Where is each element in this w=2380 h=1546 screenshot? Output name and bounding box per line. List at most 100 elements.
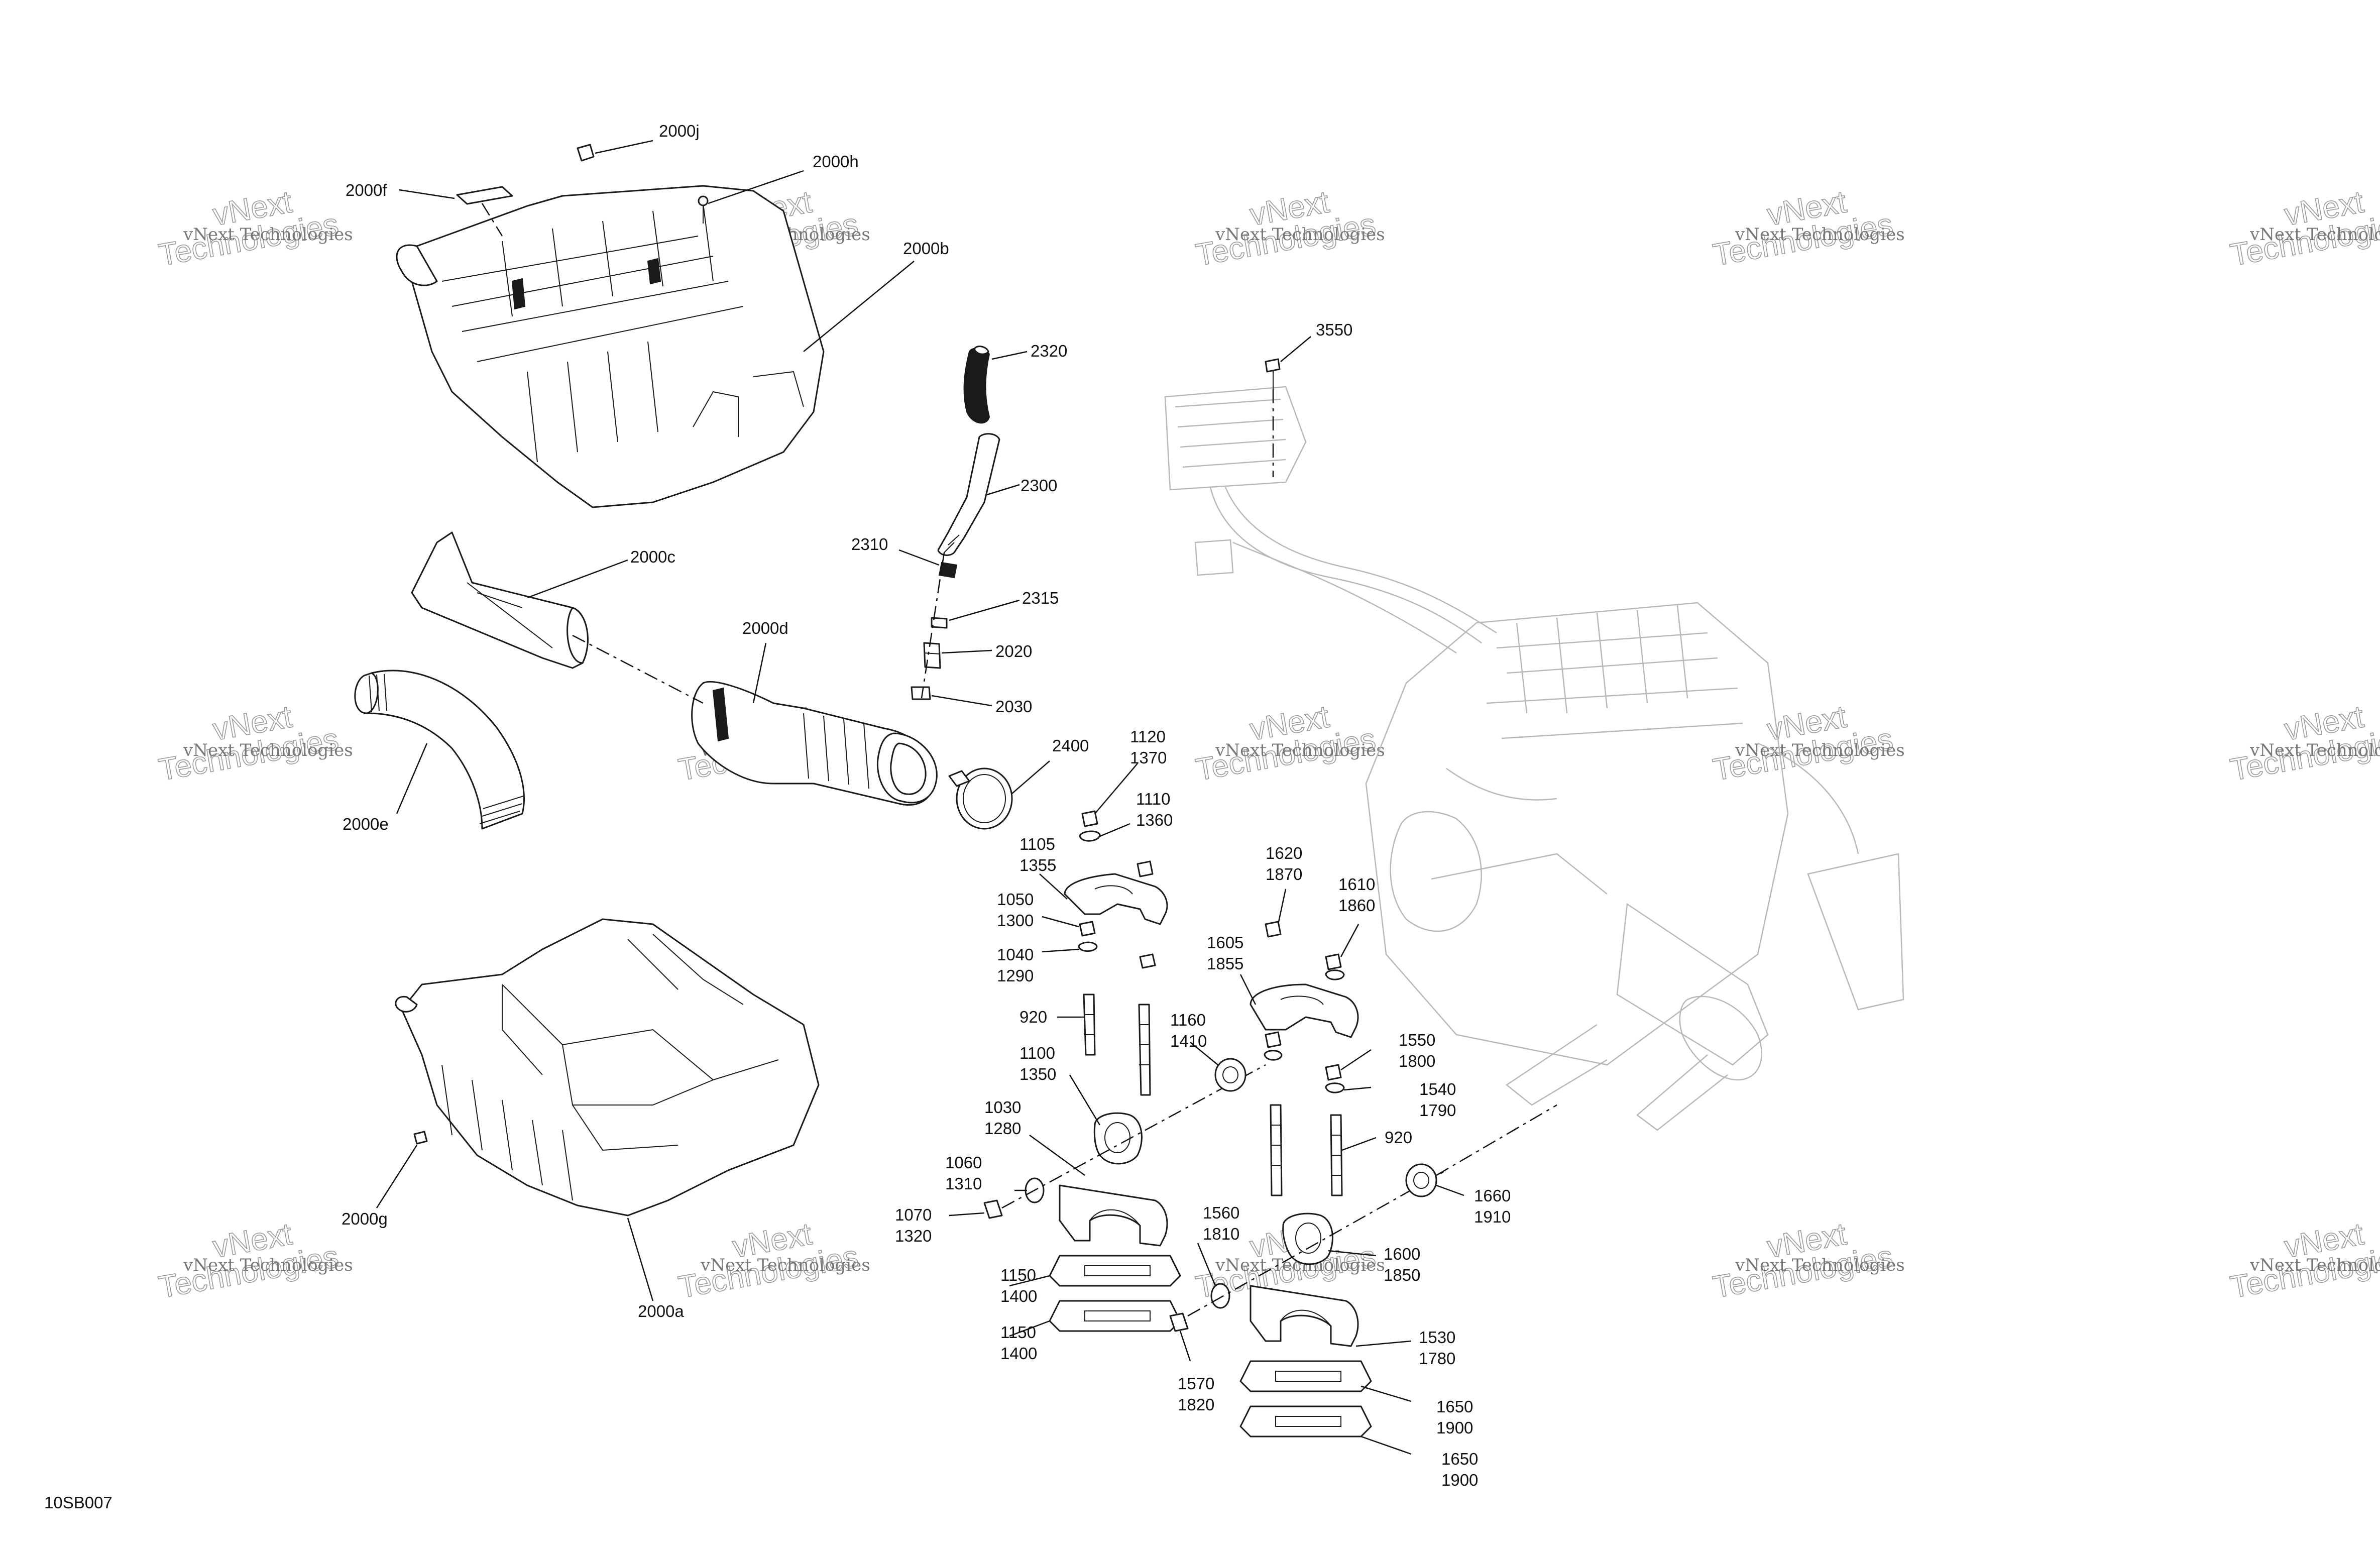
part-2000a-lower-airbox xyxy=(395,918,820,1301)
svg-text:vNext Technologies: vNext Technologies xyxy=(2249,740,2380,760)
callout-1150-a: 1150 xyxy=(1000,1266,1036,1284)
diagram-code: 10SB007 xyxy=(44,1493,112,1512)
svg-text:vNext Technologies: vNext Technologies xyxy=(183,1255,353,1275)
callout-1820: 1820 xyxy=(1178,1395,1214,1414)
callout-1620: 1620 xyxy=(1266,844,1302,862)
callout-1150-b: 1150 xyxy=(1000,1323,1036,1342)
callout-2000h: 2000h xyxy=(813,152,859,171)
callout-1810: 1810 xyxy=(1203,1225,1239,1243)
callout-2000d: 2000d xyxy=(742,619,788,637)
callout-1660: 1660 xyxy=(1474,1186,1511,1205)
axis-line-intake xyxy=(572,634,704,704)
svg-text:vNext Technologies: vNext Technologies xyxy=(2249,225,2380,245)
right-engine-mount-assembly xyxy=(1169,889,1557,1455)
callout-920-right: 920 xyxy=(1385,1128,1412,1147)
part-2000b-upper-airbox xyxy=(396,185,825,508)
callout-1870: 1870 xyxy=(1266,865,1302,884)
svg-text:vNext Technologies: vNext Technologies xyxy=(1215,740,1385,760)
callout-1100: 1100 xyxy=(1019,1044,1055,1062)
part-2310-clamp xyxy=(898,549,958,579)
callout-2000j: 2000j xyxy=(659,122,700,140)
callout-1040: 1040 xyxy=(997,945,1034,964)
callout-2310: 2310 xyxy=(851,535,888,554)
watermark: vNext Technologies xyxy=(1193,699,1379,788)
part-2000e-intake-hose xyxy=(354,670,525,830)
svg-text:vNext Technologies: vNext Technologies xyxy=(183,740,353,760)
callout-1790: 1790 xyxy=(1419,1101,1456,1120)
callout-1650-b: 1650 xyxy=(1441,1450,1478,1468)
callout-1570: 1570 xyxy=(1178,1374,1214,1393)
callout-2000b: 2000b xyxy=(903,239,949,258)
callout-1540: 1540 xyxy=(1419,1080,1456,1098)
engine-reference-ghost xyxy=(1164,386,1904,1131)
svg-text:vNext Technologies: vNext Technologies xyxy=(1215,225,1385,245)
part-2000g-screw xyxy=(376,1131,428,1208)
callout-1530: 1530 xyxy=(1419,1328,1455,1347)
callout-1120: 1120 xyxy=(1130,727,1166,746)
callout-1550: 1550 xyxy=(1399,1031,1435,1049)
part-2315-clamp xyxy=(931,599,1020,629)
callout-1560: 1560 xyxy=(1203,1203,1239,1222)
part-3550-bolt xyxy=(1265,336,1311,477)
svg-text:vNext Technologies: vNext Technologies xyxy=(1735,1255,1905,1275)
svg-text:vNext Technologies: vNext Technologies xyxy=(2249,1255,2380,1275)
callout-2315: 2315 xyxy=(1022,589,1059,607)
callout-1600: 1600 xyxy=(1384,1245,1420,1263)
callout-3550: 3550 xyxy=(1316,320,1352,339)
callout-1350: 1350 xyxy=(1019,1065,1056,1083)
callout-1300: 1300 xyxy=(997,911,1034,930)
svg-text:vNext Technologies: vNext Technologies xyxy=(1735,225,1905,245)
part-2000d-coupler xyxy=(691,642,938,806)
callout-2320: 2320 xyxy=(1031,342,1067,360)
callout-1800: 1800 xyxy=(1399,1052,1435,1070)
callout-1320: 1320 xyxy=(895,1227,932,1245)
callout-1400-b: 1400 xyxy=(1000,1344,1037,1363)
svg-text:vNext Technologies: vNext Technologies xyxy=(1735,740,1905,760)
part-2000c-intake-duct xyxy=(411,531,628,669)
watermark: vNext Technologies xyxy=(156,699,342,788)
svg-text:vNext Technologies: vNext Technologies xyxy=(700,1255,870,1275)
part-2400-clamp xyxy=(948,760,1050,830)
callout-2000g: 2000g xyxy=(342,1209,388,1228)
callout-1030: 1030 xyxy=(984,1098,1021,1117)
callout-2000e: 2000e xyxy=(343,815,389,833)
callout-1110: 1110 xyxy=(1136,790,1171,808)
callout-labels: 2000j 2000h 2000f 2000b 2320 3550 2300 2… xyxy=(44,122,1511,1512)
watermark: vNext Technologies xyxy=(2227,699,2380,788)
callout-1355: 1355 xyxy=(1019,856,1056,874)
callout-1050: 1050 xyxy=(997,890,1034,909)
callout-1410: 1410 xyxy=(1170,1032,1207,1050)
part-2000j-grommet xyxy=(577,140,653,162)
part-2300-hose xyxy=(937,433,1020,556)
part-2000h-screw xyxy=(698,170,804,224)
part-2030-grommet xyxy=(911,686,992,707)
callout-2400: 2400 xyxy=(1052,736,1089,755)
svg-text:vNext Technologies: vNext Technologies xyxy=(183,225,353,245)
part-2020-fitting xyxy=(923,642,992,669)
part-2320-hose xyxy=(963,346,1028,424)
callout-1360: 1360 xyxy=(1136,811,1173,829)
callout-1860: 1860 xyxy=(1338,896,1375,915)
callout-1855: 1855 xyxy=(1207,954,1243,973)
callout-1280: 1280 xyxy=(984,1119,1021,1138)
callout-1780: 1780 xyxy=(1419,1349,1455,1368)
part-2000f-label xyxy=(399,186,513,237)
callout-1400-a: 1400 xyxy=(1000,1287,1037,1305)
left-engine-mount-assembly xyxy=(949,763,1266,1337)
callout-920-left: 920 xyxy=(1019,1008,1047,1026)
callout-1850: 1850 xyxy=(1384,1266,1420,1284)
callout-1910: 1910 xyxy=(1474,1207,1511,1226)
callout-2020: 2020 xyxy=(995,642,1032,660)
callout-1610: 1610 xyxy=(1338,875,1375,894)
leader-2000b xyxy=(803,261,915,352)
callout-1160: 1160 xyxy=(1170,1011,1206,1029)
callout-1105: 1105 xyxy=(1019,835,1055,853)
callout-2000f: 2000f xyxy=(346,181,387,199)
watermark: vNext Technologies xyxy=(1710,699,1896,788)
callout-1900-a: 1900 xyxy=(1436,1418,1473,1437)
callout-1650-a: 1650 xyxy=(1436,1397,1473,1416)
callout-2000a: 2000a xyxy=(638,1302,684,1320)
callout-1060: 1060 xyxy=(945,1153,982,1172)
callout-1370: 1370 xyxy=(1130,748,1167,767)
